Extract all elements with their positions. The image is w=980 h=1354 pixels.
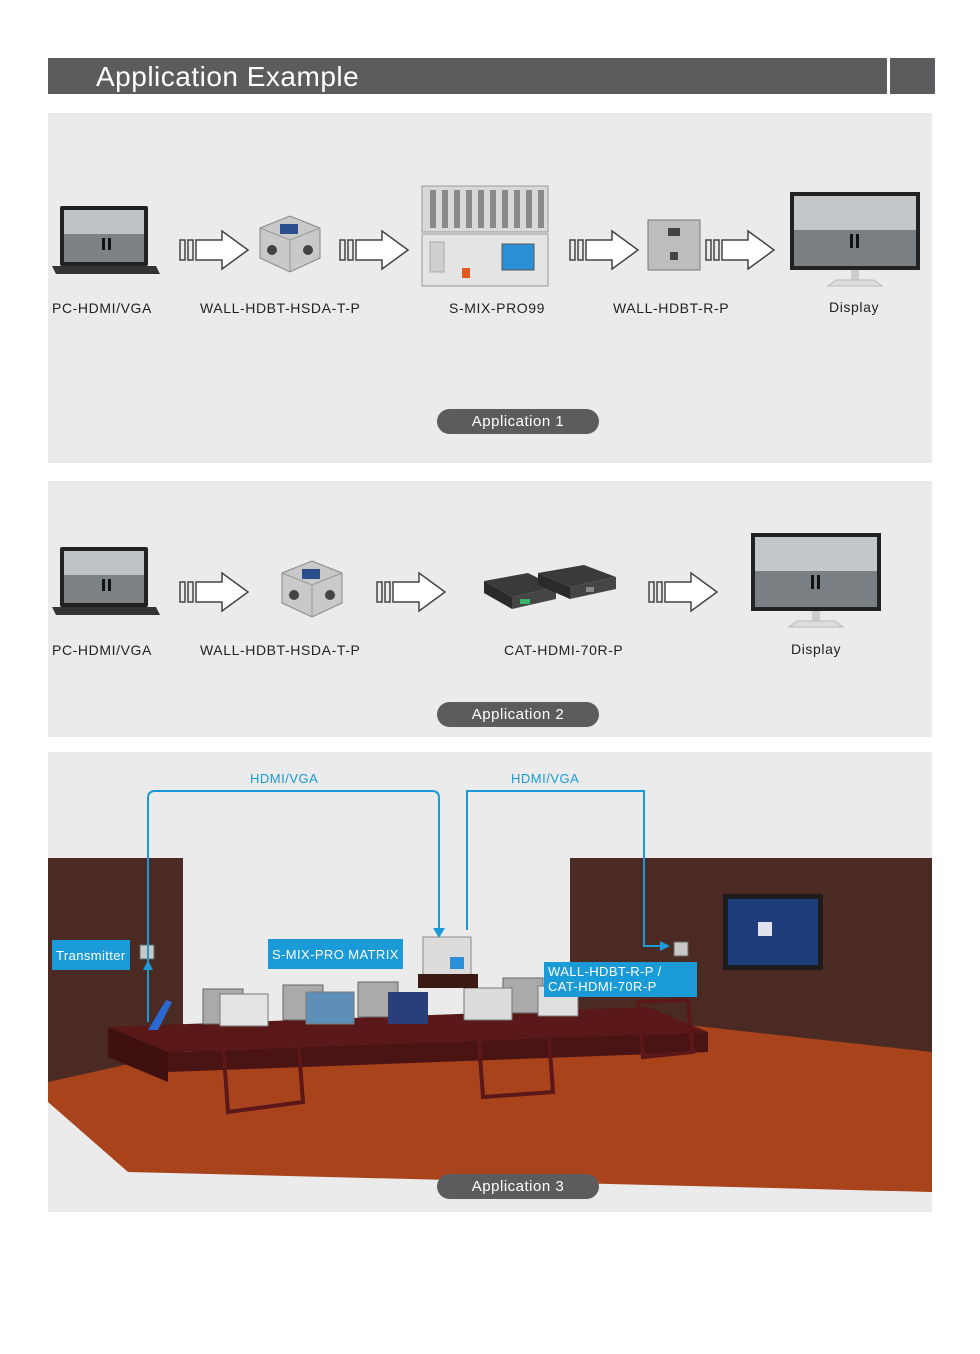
application-1-panel — [48, 113, 932, 463]
receiver-callout-line-2: CAT-HDMI-70R-P — [548, 979, 657, 994]
transmitter-callout: Transmitter — [52, 940, 130, 970]
matrix-callout: S-MIX-PRO MATRIX — [268, 939, 403, 969]
laptop-icon — [52, 547, 160, 615]
application-2-pill: Application 2 — [437, 702, 599, 727]
wall-plate-transmitter-icon — [259, 215, 321, 273]
device-label-matrix: S-MIX-PRO99 — [449, 300, 546, 316]
signal-path — [147, 790, 660, 1022]
header-divider — [887, 58, 890, 94]
device-label-pc: PC-HDMI/VGA — [52, 642, 152, 658]
application-3-pill: Application 3 — [437, 1174, 599, 1199]
arrow-right-icon — [376, 571, 447, 613]
device-label-transmitter: WALL-HDBT-HSDA-T-P — [200, 642, 361, 658]
conference-room-illustration — [48, 790, 932, 1192]
wall-plate-receiver-icon — [647, 219, 701, 271]
device-label-pc: PC-HDMI/VGA — [52, 300, 152, 316]
device-label-display: Display — [829, 299, 880, 315]
page-title: Application Example — [96, 61, 360, 92]
device-label-receiver: WALL-HDBT-R-P — [613, 300, 730, 316]
monitor-icon — [751, 533, 881, 628]
laptop-icon — [52, 206, 160, 274]
matrix-switcher-icon — [421, 185, 549, 287]
receiver-callout-line-1: WALL-HDBT-R-P / — [548, 964, 662, 979]
device-label-display: Display — [791, 641, 842, 657]
arrow-right-icon — [705, 229, 776, 271]
signal-label-left: HDMI/VGA — [250, 771, 319, 786]
arrow-right-icon — [648, 571, 719, 613]
application-1-pill: Application 1 — [437, 409, 599, 434]
arrow-right-icon — [179, 229, 250, 271]
extender-pair-icon — [484, 565, 616, 609]
section-header-bar — [48, 58, 935, 94]
receiver-callout: WALL-HDBT-R-P / CAT-HDMI-70R-P — [544, 962, 697, 997]
monitor-icon — [790, 192, 920, 287]
receiver-wall-plate — [673, 941, 689, 957]
device-label-extender: CAT-HDMI-70R-P — [504, 642, 624, 658]
arrow-right-icon — [179, 571, 250, 613]
arrow-right-icon — [569, 229, 640, 271]
arrow-right-icon — [339, 229, 410, 271]
wall-plate-transmitter-icon — [281, 560, 343, 618]
signal-label-right: HDMI/VGA — [511, 771, 580, 786]
device-label-transmitter: WALL-HDBT-HSDA-T-P — [200, 300, 361, 316]
